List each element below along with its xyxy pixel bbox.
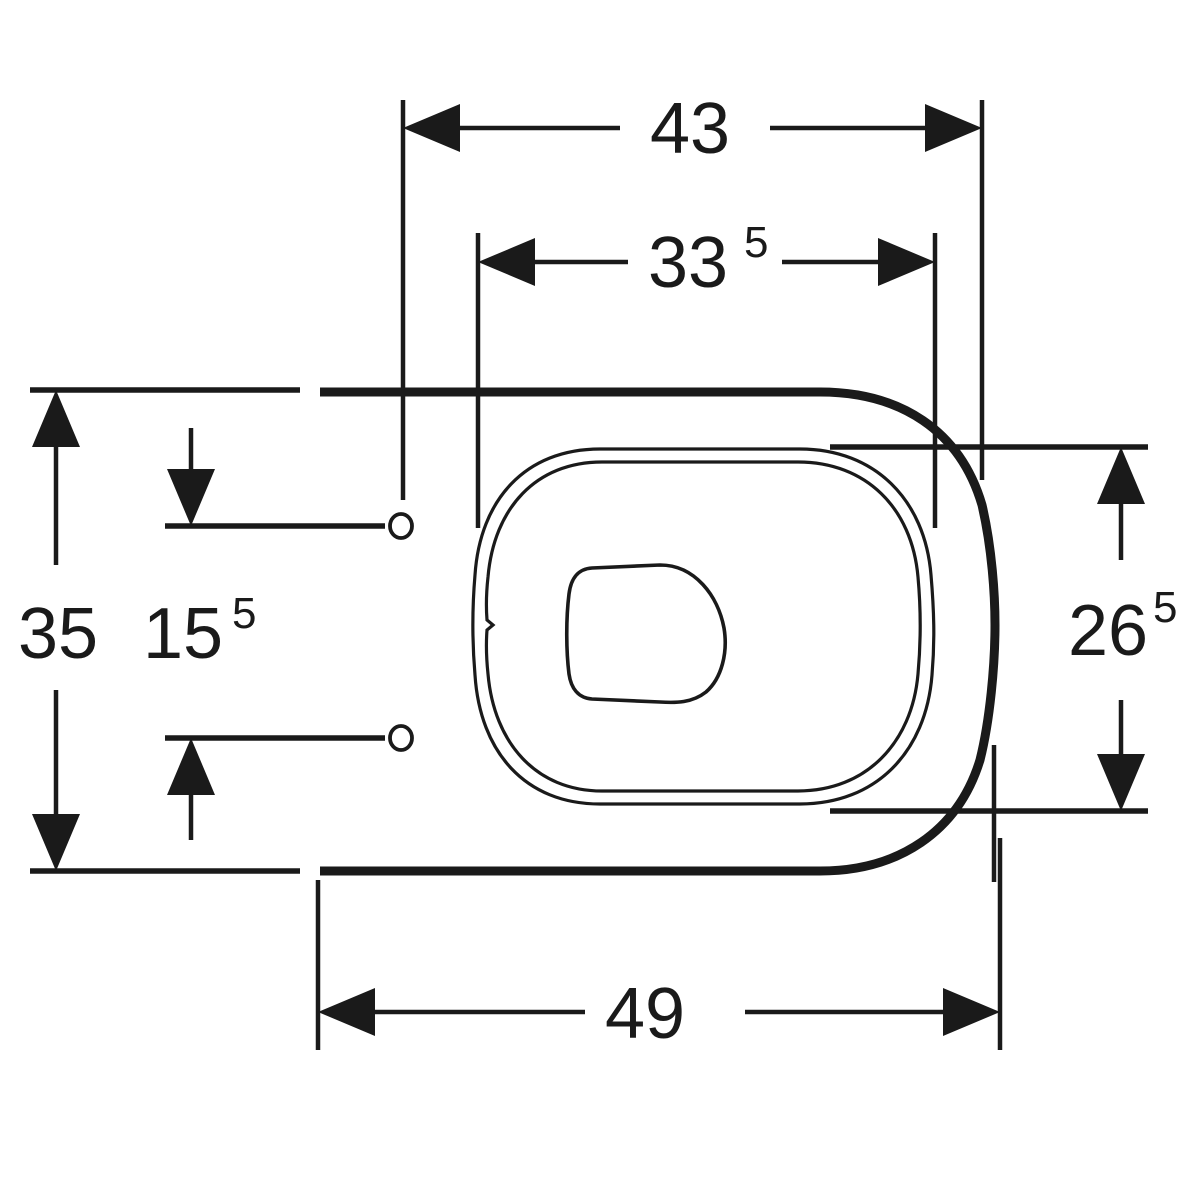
wc-pan-body-outline (320, 387, 1000, 876)
arrow-up-icon (167, 738, 215, 795)
dimension-label-15-5: 15 (143, 594, 223, 674)
flush-opening (564, 563, 727, 705)
arrow-down-icon (167, 469, 215, 526)
dimension-label-26-5-superscript: 5 (1153, 583, 1177, 632)
arrow-right-icon (943, 988, 1000, 1036)
arrow-right-icon (925, 104, 982, 152)
inner-rim (484, 460, 922, 793)
arrow-up-icon (32, 390, 80, 447)
dimension-label-33-5-superscript: 5 (744, 218, 768, 267)
mounting-hole-bottom (388, 724, 414, 752)
dimension-label-43: 43 (650, 89, 730, 169)
dimension-label-15-5-superscript: 5 (232, 589, 256, 638)
dimension-label-26-5: 26 (1068, 591, 1148, 671)
seat-ring (471, 447, 936, 806)
dimension-label-49: 49 (605, 974, 685, 1054)
arrow-right-icon (878, 238, 935, 286)
dimension-width-33-5: 33 5 (475, 218, 938, 528)
dimension-width-43: 43 (400, 89, 985, 500)
dimension-label-33-5: 33 (648, 223, 728, 303)
arrow-left-icon (318, 988, 375, 1036)
dimension-label-35: 35 (18, 594, 98, 674)
dimension-depth-49: 49 (315, 838, 1003, 1054)
dimension-height-35: 35 (18, 387, 300, 874)
dimension-height-15-5: 15 5 (143, 428, 385, 840)
mounting-hole-top (388, 512, 414, 540)
dimension-height-26-5: 26 5 (830, 444, 1177, 814)
arrow-left-icon (403, 104, 460, 152)
wc-pan-body (320, 387, 1000, 876)
seat-ring-outline (471, 447, 936, 806)
arrow-down-icon (32, 814, 80, 871)
mounting-holes (388, 512, 414, 752)
arrow-down-icon (1097, 754, 1145, 811)
arrow-up-icon (1097, 447, 1145, 504)
arrow-left-icon (478, 238, 535, 286)
flush-opening-outline (564, 563, 727, 705)
inner-rim-outline (484, 460, 922, 793)
reference-lines (932, 518, 997, 882)
